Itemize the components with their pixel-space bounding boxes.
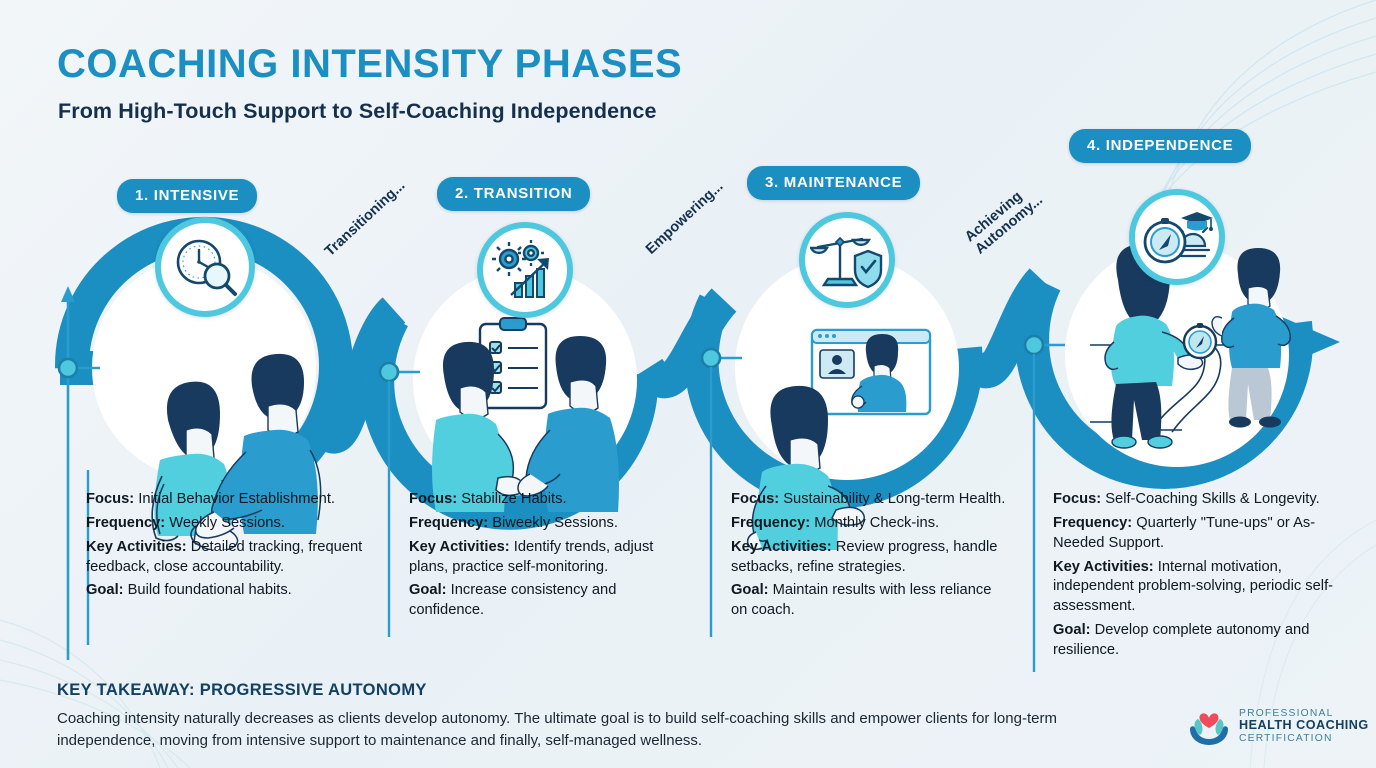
coach-guiding-client-illustration [151, 353, 322, 550]
phase-badge-3[interactable]: 3. MAINTENANCE [747, 166, 921, 200]
detail-value: Develop complete autonomy and resilience… [1053, 622, 1310, 658]
detail-value: Stabilize Habits. [457, 491, 567, 507]
detail-value: Maintain results with less reliance on c… [731, 582, 992, 619]
detail-row: Focus: Self-Coaching Skills & Longevity. [1053, 490, 1343, 510]
phase-flow-ribbon [54, 216, 1340, 550]
detail-value: Weekly Sessions. [165, 514, 285, 531]
detail-row: Key Activities: Detailed tracking, frequ… [86, 538, 376, 578]
phase-badge-1[interactable]: 1. INTENSIVE [117, 179, 258, 213]
scales-shield-check-icon [810, 236, 883, 289]
phase-2-icon-bubble [477, 222, 573, 318]
detail-label: Goal: [1053, 622, 1091, 639]
detail-row: Key Activities: Internal motivation, ind… [1053, 558, 1343, 618]
phase-details-3: Focus: Sustainability & Long-term Health… [731, 490, 1009, 625]
phase-details-2: Focus: Stabilize Habits. Frequency: Biwe… [409, 490, 659, 625]
detail-row: Frequency: Quarterly "Tune-ups" or As-Ne… [1053, 514, 1343, 554]
detail-row: Key Activities: Identify trends, adjust … [409, 538, 659, 578]
gears-growth-chart-icon [492, 240, 549, 298]
logo-line-3: CERTIFICATION [1239, 732, 1333, 744]
intensity-axis-arrow [61, 286, 75, 302]
detail-value: Build foundational habits. [123, 582, 292, 599]
detail-value: Detailed tracking, frequent feedback, cl… [86, 538, 363, 575]
phase-4-icon-bubble [1129, 189, 1225, 285]
detail-label: Goal: [409, 582, 447, 599]
phase-badge-2[interactable]: 2. TRANSITION [437, 177, 591, 211]
logo-line-2: HEALTH COACHING [1239, 718, 1369, 733]
client-coach-checklist-illustration [432, 317, 619, 512]
detail-label: Frequency: [731, 514, 811, 531]
detail-row: Frequency: Biweekly Sessions. [409, 514, 659, 534]
detail-label: Key Activities: [409, 538, 510, 555]
detail-value: Biweekly Sessions. [488, 514, 618, 531]
detail-row: Key Activities: Review progress, handle … [731, 538, 1009, 578]
phase-details-4: Focus: Self-Coaching Skills & Longevity.… [1053, 490, 1343, 665]
phase-badge-4[interactable]: 4. INDEPENDENCE [1069, 129, 1252, 163]
detail-label: Focus: [409, 491, 458, 507]
key-takeaway-body: Coaching intensity naturally decreases a… [57, 710, 1057, 749]
detail-label: Key Activities: [731, 538, 832, 555]
detail-value: Internal motivation, independent problem… [1053, 558, 1334, 615]
phase-details-1: Focus: Initial Behavior Establishment. F… [86, 490, 376, 605]
detail-label: Focus: [1053, 491, 1102, 507]
detail-label: Key Activities: [86, 538, 187, 555]
phase-3-icon-bubble [799, 212, 895, 308]
phase-1-icon-bubble [155, 217, 255, 317]
detail-value: Sustainability & Long-term Health. [779, 491, 1006, 507]
detail-label: Goal: [86, 582, 124, 599]
detail-row: Goal: Increase consistency and confidenc… [409, 581, 659, 621]
detail-row: Goal: Build foundational habits. [86, 581, 376, 601]
detail-label: Frequency: [409, 514, 489, 531]
detail-label: Goal: [731, 582, 769, 599]
page-subtitle: From High-Touch Support to Self-Coaching… [58, 99, 657, 123]
detail-value: Quarterly "Tune-ups" or As-Needed Suppor… [1053, 514, 1316, 551]
heart-leaves-hands-logo-mark [1190, 713, 1228, 745]
detail-value: Monthly Check-ins. [810, 514, 940, 531]
detail-row: Goal: Maintain results with less relianc… [731, 581, 1009, 621]
detail-row: Focus: Initial Behavior Establishment. [86, 490, 376, 510]
brand-logo: PROFESSIONAL HEALTH COACHING CERTIFICATI… [1187, 705, 1369, 747]
detail-value: Initial Behavior Establishment. [134, 491, 335, 507]
detail-row: Goal: Develop complete autonomy and resi… [1053, 621, 1343, 661]
detail-value: Increase consistency and confidence. [409, 582, 617, 619]
compass-graduation-sunrise-icon [1143, 212, 1213, 264]
detail-row: Focus: Sustainability & Long-term Health… [731, 490, 1009, 510]
detail-label: Focus: [86, 491, 135, 507]
detail-value: Identify trends, adjust plans, practice … [409, 538, 654, 575]
page-title: COACHING INTENSITY PHASES [57, 42, 683, 86]
detail-value: Self-Coaching Skills & Longevity. [1101, 491, 1320, 507]
detail-row: Frequency: Monthly Check-ins. [731, 514, 1009, 534]
detail-label: Key Activities: [1053, 558, 1154, 575]
detail-row: Frequency: Weekly Sessions. [86, 514, 376, 534]
detail-label: Focus: [731, 491, 780, 507]
detail-value: Review progress, handle setbacks, refine… [731, 538, 998, 575]
detail-label: Frequency: [86, 514, 166, 531]
key-takeaway-title: KEY TAKEAWAY: PROGRESSIVE AUTONOMY [57, 681, 427, 699]
detail-label: Frequency: [1053, 514, 1133, 531]
detail-row: Focus: Stabilize Habits. [409, 490, 659, 510]
logo-line-1: PROFESSIONAL [1239, 708, 1334, 720]
leader-lines [57, 286, 1065, 672]
clock-magnifier-icon [176, 239, 237, 296]
video-call-check-in-illustration [746, 328, 932, 550]
